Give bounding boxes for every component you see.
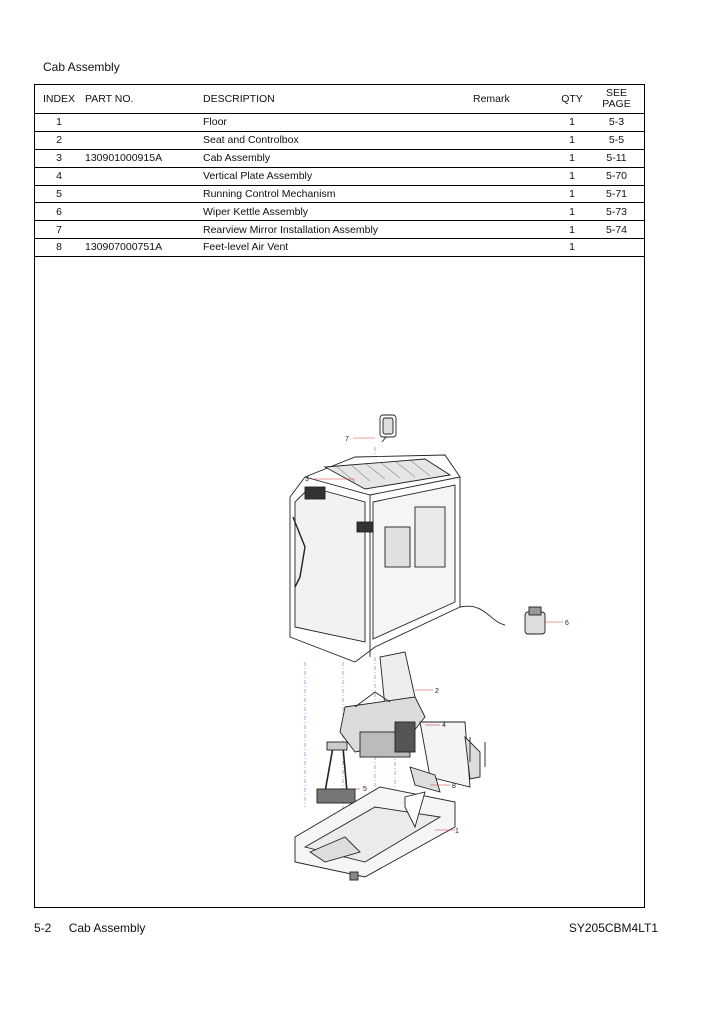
- header-description: DESCRIPTION: [203, 85, 473, 114]
- row-description: Wiper Kettle Assembly: [203, 202, 473, 222]
- row-description: Feet-level Air Vent: [203, 238, 473, 258]
- page-heading: Cab Assembly: [43, 60, 120, 74]
- row-index: 1: [35, 113, 83, 132]
- wiper-kettle-part: [459, 605, 546, 635]
- row-description: Rearview Mirror Installation Assembly: [203, 220, 473, 240]
- row-see-page: 5-3: [589, 113, 644, 132]
- row-part-no: [83, 185, 203, 204]
- running-control-part: [316, 741, 356, 804]
- callout-leaders: [313, 437, 563, 831]
- row-qty: 1: [555, 149, 589, 168]
- row-index: 8: [35, 238, 83, 258]
- callout-2: 2: [435, 688, 439, 695]
- callout-6: 6: [565, 620, 569, 627]
- parts-frame: INDEX PART NO. DESCRIPTION Remark QTY SE…: [34, 84, 645, 908]
- row-see-page: [589, 238, 644, 258]
- header-see-page-line1: SEE: [605, 87, 627, 99]
- callout-7: 7: [345, 436, 349, 443]
- footer-page-number: 5-2: [34, 921, 52, 935]
- row-qty: 1: [555, 220, 589, 240]
- header-see-page-line2: PAGE: [602, 98, 631, 110]
- row-see-page: 5-70: [589, 167, 644, 186]
- row-see-page: 5-71: [589, 185, 644, 204]
- cab-assembly-part: [289, 454, 461, 663]
- row-remark: [473, 113, 555, 132]
- row-see-page: 5-73: [589, 202, 644, 222]
- row-qty: 1: [555, 167, 589, 186]
- row-part-no: [83, 113, 203, 132]
- header-see-page: SEE PAGE: [589, 85, 644, 114]
- row-index: 2: [35, 131, 83, 150]
- header-index: INDEX: [35, 85, 83, 114]
- row-see-page: 5-11: [589, 149, 644, 168]
- header-part-no: PART NO.: [83, 85, 203, 114]
- row-part-no: [83, 220, 203, 240]
- row-description: Running Control Mechanism: [203, 185, 473, 204]
- air-vent-part: [409, 766, 441, 793]
- floor-part: [294, 786, 456, 881]
- row-index: 6: [35, 202, 83, 222]
- row-qty: 1: [555, 131, 589, 150]
- row-description: Vertical Plate Assembly: [203, 167, 473, 186]
- row-remark: [473, 167, 555, 186]
- footer-section: Cab Assembly: [68, 921, 146, 935]
- header-qty: QTY: [555, 85, 589, 114]
- callout-3: 3: [305, 476, 309, 483]
- row-part-no: [83, 202, 203, 222]
- row-description: Cab Assembly: [203, 149, 473, 168]
- callout-4: 4: [442, 722, 446, 729]
- row-qty: 1: [555, 113, 589, 132]
- row-index: 5: [35, 185, 83, 204]
- row-part-no: 130901000915A: [83, 149, 203, 168]
- row-description: Seat and Controlbox: [203, 131, 473, 150]
- footer-model-code: SY205CBM4LT1: [568, 921, 658, 935]
- row-see-page: 5-74: [589, 220, 644, 240]
- row-qty: 1: [555, 238, 589, 258]
- row-remark: [473, 185, 555, 204]
- callout-1: 1: [455, 828, 459, 835]
- cab-exploded-illustration: 1 2 3 4 5 6 7 8: [289, 414, 569, 881]
- callout-8: 8: [452, 783, 456, 790]
- row-remark: [473, 131, 555, 150]
- row-remark: [473, 149, 555, 168]
- parts-table: INDEX PART NO. DESCRIPTION Remark QTY SE…: [35, 85, 644, 258]
- row-part-no: [83, 167, 203, 186]
- seat-controlbox-part: [339, 651, 426, 758]
- row-remark: [473, 238, 555, 258]
- row-index: 7: [35, 220, 83, 240]
- row-see-page: 5-5: [589, 131, 644, 150]
- footer-left: 5-2 Cab Assembly: [34, 921, 145, 935]
- row-part-no: 130907000751A: [83, 238, 203, 258]
- callout-5: 5: [363, 786, 367, 793]
- row-part-no: [83, 131, 203, 150]
- row-description: Floor: [203, 113, 473, 132]
- header-remark: Remark: [473, 85, 555, 114]
- row-qty: 1: [555, 185, 589, 204]
- row-qty: 1: [555, 202, 589, 222]
- row-index: 4: [35, 167, 83, 186]
- row-index: 3: [35, 149, 83, 168]
- rearview-mirror-part: [379, 414, 397, 443]
- vertical-plate-part: [419, 721, 486, 788]
- table-header-row: INDEX PART NO. DESCRIPTION Remark QTY SE…: [35, 85, 644, 114]
- row-remark: [473, 220, 555, 240]
- row-remark: [473, 202, 555, 222]
